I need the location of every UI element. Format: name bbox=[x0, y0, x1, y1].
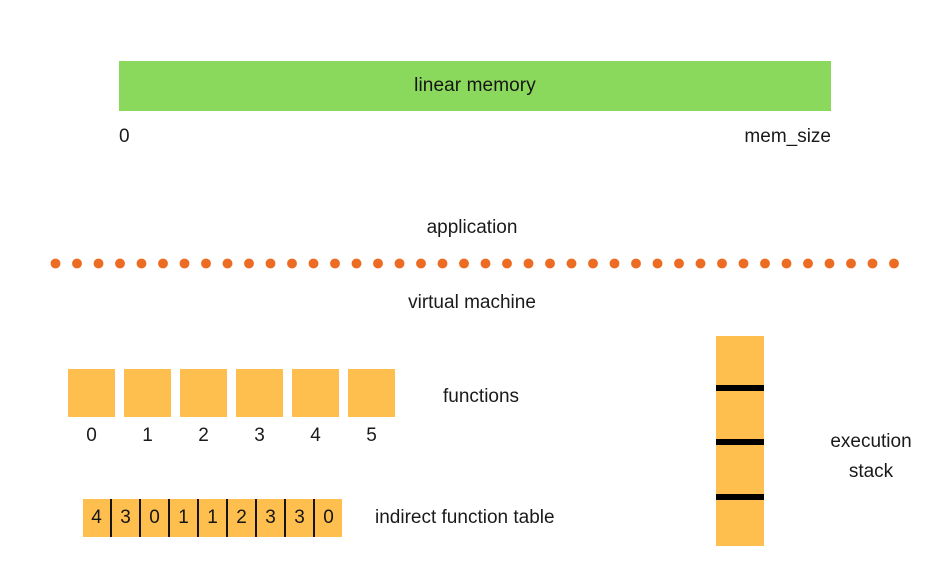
functions-box-row bbox=[68, 369, 395, 417]
execution-stack-label-line1: execution bbox=[830, 431, 912, 452]
indirect-function-table-cell: 3 bbox=[286, 499, 313, 537]
indirect-function-table-cell: 2 bbox=[228, 499, 255, 537]
function-box bbox=[180, 369, 227, 417]
execution-stack-frame-divider bbox=[716, 439, 764, 445]
functions-index-row: 0 1 2 3 4 5 bbox=[68, 425, 395, 447]
indirect-function-table-cell: 1 bbox=[199, 499, 226, 537]
execution-stack-frame-divider bbox=[716, 494, 764, 500]
functions-label: functions bbox=[443, 386, 520, 407]
function-index-label: 3 bbox=[254, 425, 265, 446]
function-index-label: 4 bbox=[310, 425, 321, 446]
execution-stack bbox=[716, 336, 764, 546]
indirect-function-table-cell: 0 bbox=[315, 499, 342, 537]
function-index-label: 2 bbox=[198, 425, 209, 446]
indirect-function-table-cell: 3 bbox=[112, 499, 139, 537]
layer-boundary-dotted-line bbox=[50, 258, 900, 269]
function-index-label: 5 bbox=[366, 425, 377, 446]
indirect-function-table-cell: 0 bbox=[141, 499, 168, 537]
function-box bbox=[236, 369, 283, 417]
memory-start-address-label: 0 bbox=[119, 126, 130, 147]
memory-end-address-label: mem_size bbox=[744, 126, 831, 147]
linear-memory-bar: linear memory bbox=[119, 61, 831, 111]
execution-stack-frame-divider bbox=[716, 385, 764, 391]
functions-group: 0 1 2 3 4 5 bbox=[68, 369, 395, 447]
indirect-function-table-label: indirect function table bbox=[375, 507, 555, 528]
function-index-label: 0 bbox=[86, 425, 97, 446]
function-index-label: 1 bbox=[142, 425, 153, 446]
function-box bbox=[292, 369, 339, 417]
execution-stack-label: execution stack bbox=[801, 427, 941, 487]
virtual-machine-layer-label: virtual machine bbox=[408, 292, 536, 313]
application-layer-label: application bbox=[426, 217, 518, 238]
indirect-function-table-cell: 1 bbox=[170, 499, 197, 537]
linear-memory-label: linear memory bbox=[414, 75, 536, 96]
function-box bbox=[68, 369, 115, 417]
execution-stack-label-line2: stack bbox=[848, 461, 894, 482]
function-box bbox=[348, 369, 395, 417]
indirect-function-table-cell: 3 bbox=[257, 499, 284, 537]
indirect-function-table-cell: 4 bbox=[83, 499, 110, 537]
function-box bbox=[124, 369, 171, 417]
